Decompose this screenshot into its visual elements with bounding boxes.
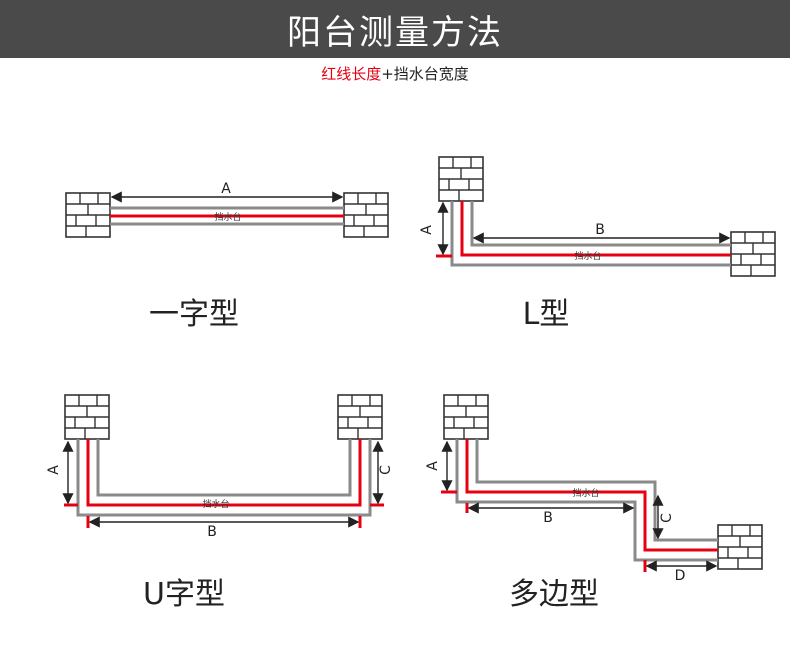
- gray-line-outer: [76, 439, 372, 517]
- brick-wall-right: [717, 524, 763, 570]
- diagram-u-shape: A C B 挡水台: [46, 394, 394, 540]
- gray-line-inner: [96, 439, 352, 497]
- sill-label: 挡水台: [214, 211, 241, 223]
- gray-line-inner: [470, 201, 731, 247]
- brick-wall-left: [65, 192, 111, 238]
- label-c: C: [659, 513, 675, 523]
- sill-label: 挡水台: [572, 487, 599, 499]
- caption-u-shape: U字型: [143, 577, 225, 612]
- gray-line-inner: [475, 439, 718, 542]
- diagram-straight: A 挡水台: [65, 181, 389, 238]
- label-d: D: [675, 568, 686, 584]
- diagram-l-shape: A B 挡水台: [419, 156, 776, 277]
- brick-wall-top: [438, 156, 484, 202]
- brick-wall-left: [64, 394, 110, 440]
- diagram-polygon: A B C D 挡水台: [425, 394, 763, 584]
- brick-wall-right: [343, 192, 389, 238]
- subtitle: 红线长度+挡水台宽度: [0, 63, 790, 84]
- label-a: A: [419, 225, 435, 235]
- red-line: [86, 439, 362, 507]
- header-bar: 阳台测量方法: [0, 0, 790, 58]
- subtitle-red-text: 红线长度: [321, 65, 382, 83]
- label-c: C: [378, 465, 394, 475]
- gray-line-outer: [450, 201, 731, 267]
- gray-line-outer: [455, 439, 718, 562]
- brick-wall-right: [730, 231, 776, 277]
- caption-l-shape: L型: [523, 297, 570, 332]
- brick-wall-top: [443, 394, 489, 440]
- label-a: A: [221, 181, 231, 197]
- brick-wall-right: [337, 394, 383, 440]
- label-b: B: [595, 222, 605, 238]
- label-a: A: [46, 465, 62, 475]
- red-line: [460, 201, 731, 257]
- sill-label: 挡水台: [574, 250, 601, 262]
- label-b: B: [543, 510, 553, 526]
- caption-straight: 一字型: [149, 297, 239, 332]
- caption-polygon: 多边型: [509, 577, 599, 612]
- red-line: [465, 439, 718, 552]
- label-a: A: [425, 461, 441, 471]
- page-title: 阳台测量方法: [287, 12, 503, 53]
- sill-label: 挡水台: [202, 498, 229, 510]
- subtitle-rest-text: +挡水台宽度: [381, 65, 469, 83]
- label-b: B: [207, 524, 217, 540]
